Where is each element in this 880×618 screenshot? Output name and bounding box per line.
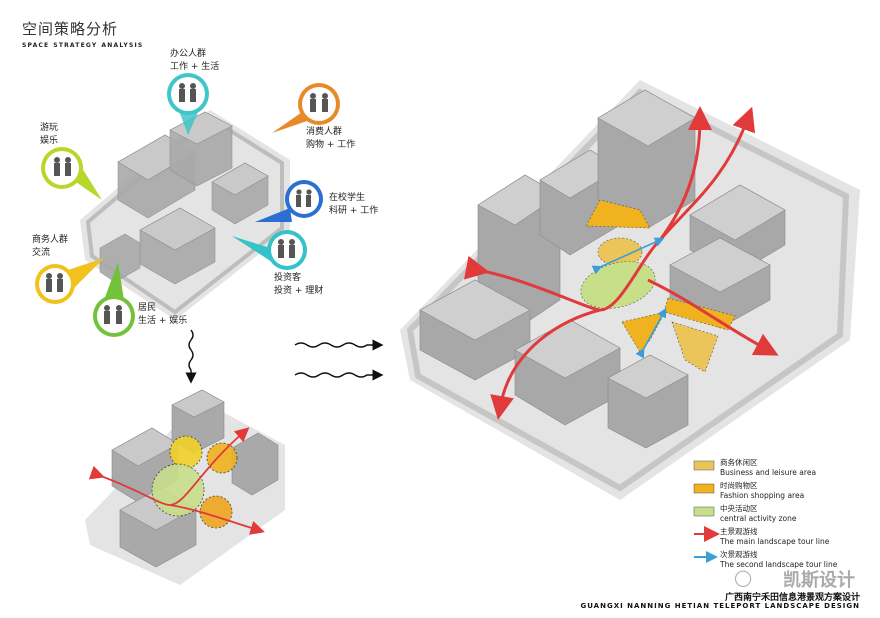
- tourists-group-bubble: [41, 147, 102, 200]
- label-office: 办公人群工作 + 生活: [170, 49, 220, 72]
- label-investors: 投资客投资 + 理财: [274, 273, 324, 296]
- legend-swatch-fashion: [693, 483, 715, 494]
- students-group-bubble: [255, 180, 323, 222]
- footer-subtitle: Guangxi nanning hetian teleport landscap…: [580, 602, 860, 610]
- residents-group-bubble: [93, 262, 135, 337]
- legend-swatch-business: [693, 460, 715, 471]
- flow-arrow-down: [185, 329, 197, 384]
- watermark: 凯斯设计: [783, 570, 855, 591]
- label-shoppers: 消费人群购物 + 工作: [306, 127, 356, 150]
- site-plan-main: [400, 80, 860, 500]
- site-plan-top-left: [80, 110, 290, 320]
- page-title: 空间策略分析: [22, 20, 119, 38]
- label-residents: 居民生活 + 娱乐: [138, 303, 188, 326]
- label-business: 商务人群交流: [32, 235, 69, 258]
- footer-title: 广西南宁禾田信息港景观方案设计: [724, 593, 860, 603]
- label-tourists: 游玩娱乐: [40, 123, 59, 146]
- site-plan-bottom-left: [85, 389, 285, 585]
- label-students: 在校学生科研 + 工作: [329, 193, 379, 216]
- investors-group-bubble: [232, 230, 307, 270]
- page-subtitle: Space strategy analysis: [22, 40, 144, 49]
- wechat-icon: ◯: [734, 568, 752, 587]
- office-group-bubble: [167, 73, 209, 135]
- legend-swatch-central: [693, 506, 715, 517]
- business-group-bubble: [35, 258, 104, 304]
- shoppers-group-bubble: [272, 83, 340, 133]
- flow-arrow-right-1: [294, 339, 384, 351]
- flow-arrow-right-2: [294, 369, 384, 381]
